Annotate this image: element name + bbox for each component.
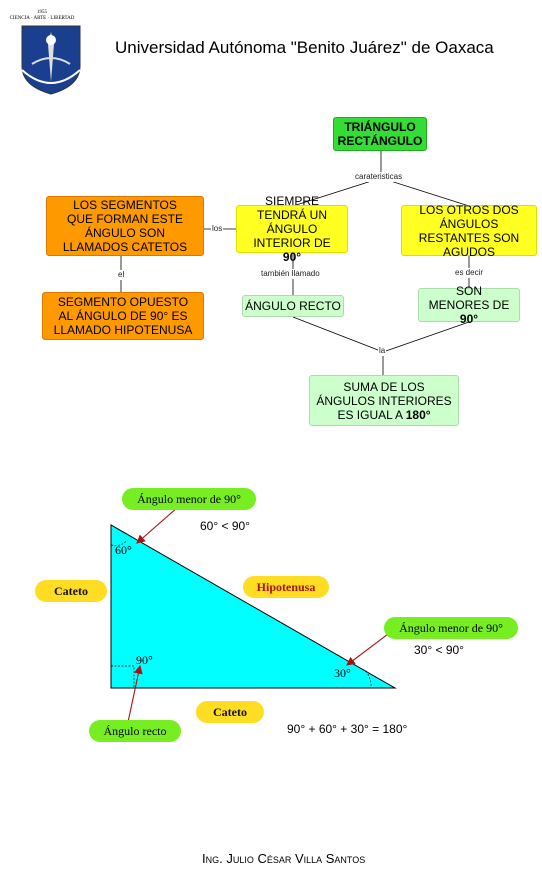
node-angulos-agudos-text: LOS OTROS DOS ÁNGULOS RESTANTES SON AGUD… — [418, 202, 520, 259]
node-triangulo-rectangulo: TRIÁNGULO RECTÁNGULO — [333, 117, 427, 151]
right-angle-marker — [111, 665, 135, 688]
angle-label-30: 30° — [334, 666, 351, 680]
pill-cateto-bottom: Cateto — [196, 701, 264, 723]
pill-angulo-recto: Ángulo recto — [89, 720, 181, 742]
link-label-la: la — [378, 346, 387, 356]
pill-cateto-left: Cateto — [35, 580, 107, 602]
angle-arc-30 — [365, 670, 372, 689]
node-son-menores-before: SON MENORES DE — [428, 284, 510, 312]
link-label-tambien-llamado: también llamado — [260, 269, 321, 279]
ineq-60: 60° < 90° — [200, 519, 250, 533]
callout-arrows — [127, 506, 389, 723]
ineq-30: 30° < 90° — [414, 643, 464, 657]
crest-motto: CIENCIA · ARTE · LIBERTAD — [9, 16, 75, 21]
link-label-carateristicas: carateristicas — [354, 172, 404, 182]
sum-equation: 90° + 60° + 30° = 180° — [287, 722, 408, 736]
node-angulo-recto-text: ÁNGULO RECTO — [245, 299, 341, 313]
node-angulo-recto: ÁNGULO RECTO — [242, 295, 344, 317]
node-son-menores-text: SON MENORES DE 90° — [427, 284, 511, 326]
angle-label-60: 60° — [115, 543, 132, 557]
node-angulos-agudos: LOS OTROS DOS ÁNGULOS RESTANTES SON AGUD… — [401, 202, 537, 259]
node-catetos: LOS SEGMENTOS QUE FORMAN ESTE ÁNGULO SON… — [46, 196, 204, 256]
node-angulo-90: SIEMPRE TENDRÁ UN ÁNGULO INTERIOR DE 90° — [236, 194, 348, 264]
node-hipotenusa: SEGMENTO OPUESTO AL ÁNGULO DE 90° ES LLA… — [42, 292, 204, 340]
node-triangulo-rectangulo-text: TRIÁNGULO RECTÁNGULO — [337, 120, 423, 148]
node-suma-angulos-text: SUMA DE LOS ÁNGULOS INTERIORES ES IGUAL … — [316, 380, 452, 422]
angle-arc-60 — [110, 539, 128, 546]
node-angulo-90-text: SIEMPRE TENDRÁ UN ÁNGULO INTERIOR DE 90° — [243, 194, 341, 264]
author-footer: Ing. Julio César Villa Santos — [202, 851, 366, 866]
right-triangle — [110, 524, 397, 689]
link-label-el: el — [117, 270, 126, 280]
node-hipotenusa-text: SEGMENTO OPUESTO AL ÁNGULO DE 90° ES LLA… — [53, 295, 193, 337]
node-angulo-90-before: SIEMPRE TENDRÁ UN ÁNGULO INTERIOR DE — [253, 194, 331, 250]
crest-caption: 1955 CIENCIA · ARTE · LIBERTAD — [2, 6, 82, 22]
link-label-es-decir: es decir — [454, 268, 485, 278]
university-title: Universidad Autónoma "Benito Juárez" de … — [115, 38, 494, 57]
pill-angulo-menor-top: Ángulo menor de 90° — [122, 488, 256, 510]
university-crest-icon — [21, 25, 81, 95]
node-suma-angulos: SUMA DE LOS ÁNGULOS INTERIORES ES IGUAL … — [309, 375, 459, 426]
angle-label-90: 90° — [136, 653, 153, 667]
node-son-menores: SON MENORES DE 90° — [418, 284, 520, 326]
node-angulo-90-value: 90° — [282, 250, 302, 264]
node-son-menores-value: 90° — [459, 312, 479, 326]
node-catetos-text: LOS SEGMENTOS QUE FORMAN ESTE ÁNGULO SON… — [62, 198, 188, 254]
pill-angulo-menor-right: Ángulo menor de 90° — [384, 617, 518, 639]
node-suma-angulos-value: 180° — [405, 407, 431, 422]
pill-hipotenusa: Hipotenusa — [243, 576, 329, 598]
node-suma-angulos-before: SUMA DE LOS ÁNGULOS INTERIORES ES IGUAL … — [316, 379, 452, 422]
link-label-los: los — [211, 224, 224, 234]
crest-year: 1955 — [37, 10, 47, 15]
